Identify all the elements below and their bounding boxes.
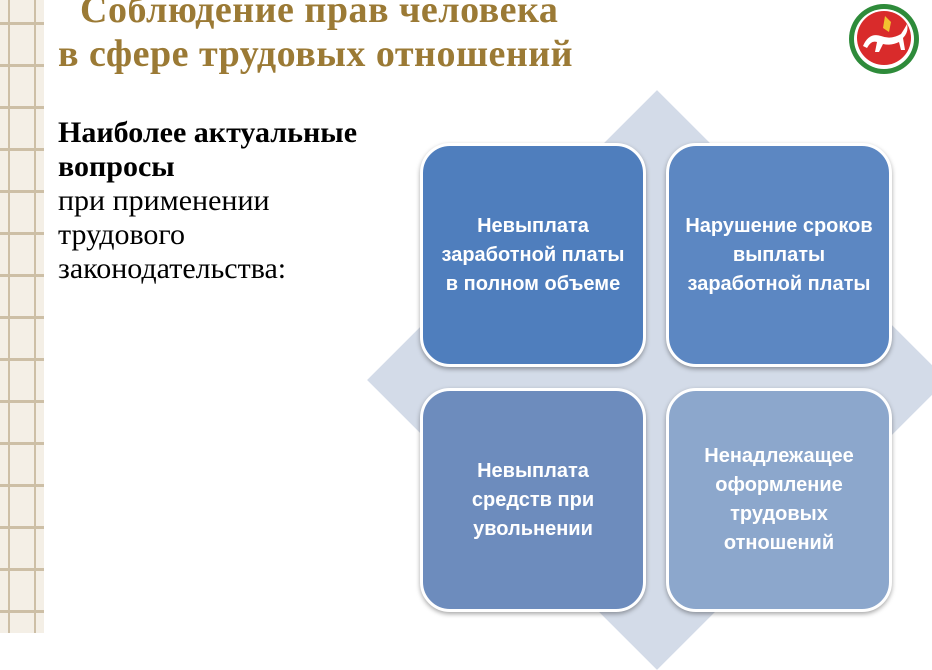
issue-box-improper-registration: Ненадлежащее оформление трудовых отношен… (666, 388, 892, 612)
issue-label: Нарушение сроков выплаты заработной плат… (685, 214, 873, 295)
lead-line: трудового (58, 218, 185, 251)
issue-box-unpaid-wages: Невыплата заработной платы в полном объе… (420, 143, 646, 367)
lead-line: законодательства: (58, 252, 287, 285)
slide-title: Соблюдение прав человека в сфере трудовы… (58, 0, 573, 76)
issue-box-dismissal-payment: Невыплата средств при увольнении (420, 388, 646, 612)
title-line-2: в сфере трудовых отношений (58, 33, 574, 75)
title-line-1: Соблюдение прав человека (80, 0, 559, 31)
issue-label: Невыплата средств при увольнении (471, 459, 595, 540)
issue-label: Ненадлежащее оформление трудовых отношен… (704, 445, 854, 554)
lead-heading-2: вопросы (58, 150, 175, 183)
lead-heading-1: Наиболее актуальные (58, 116, 358, 149)
lead-line: при применении (58, 184, 270, 217)
issue-box-late-payment: Нарушение сроков выплаты заработной плат… (666, 143, 892, 367)
issue-label: Невыплата заработной платы в полном объе… (441, 214, 625, 295)
ornamental-border (0, 0, 44, 633)
lead-text: Наиболее актуальные вопросы при применен… (58, 116, 357, 286)
tatarstan-emblem-logo (849, 4, 919, 74)
